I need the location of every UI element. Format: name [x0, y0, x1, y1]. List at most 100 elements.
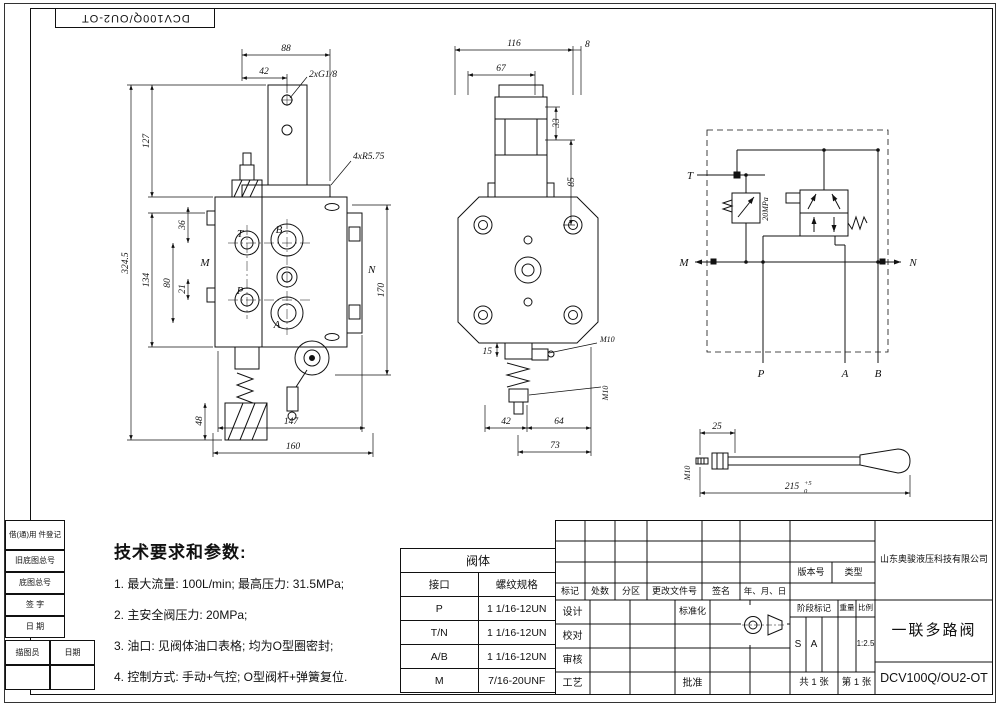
lever-body	[696, 449, 910, 473]
header-date: 年、月、日	[743, 585, 787, 596]
title-block: 版本号 类型 标记 处数 分区 更改文件号 签名 年、月、日 设计 标准化 校对…	[555, 520, 993, 695]
margin-cell-tracer: 描图员	[5, 640, 50, 665]
margin-cell-tracer-date: 日期	[50, 640, 95, 665]
product-name: 一联多路阀	[891, 621, 977, 639]
front-dimension-labels: 88 42 2xG1/8 4xR5.75 324.5 127 134 80 36…	[121, 44, 387, 452]
front-dimensions	[127, 49, 391, 457]
hydraulic-schematic: T M N P A B 20MPa	[678, 105, 917, 380]
port-table-cell: A/B	[400, 644, 479, 669]
dim-label: 85	[567, 177, 577, 187]
port-table-cell: 1 1/16-12UN	[477, 596, 556, 621]
schematic-port-b: B	[875, 368, 882, 380]
weight-label: 重量	[839, 603, 855, 613]
sheet-number: 第 1 张	[841, 677, 872, 689]
margin-cell-date: 日 期	[5, 616, 65, 638]
port-label-t: T	[237, 228, 244, 240]
role-design: 设计	[562, 606, 583, 618]
front-valve-body	[207, 85, 362, 440]
margin-cell-borrow-register: 借(通)用 件登记	[5, 520, 65, 550]
port-table-header-port: 接口	[400, 572, 479, 597]
role-approve: 批准	[682, 678, 703, 689]
dim-label: 147	[284, 417, 300, 427]
dim-label: 324.5	[121, 252, 131, 275]
dim-label: 134	[142, 273, 152, 288]
thread-callout: M10	[599, 335, 615, 344]
dim-label: 42	[259, 67, 269, 77]
port-table-cell: M	[400, 668, 479, 693]
tolerance-lower: 0	[804, 488, 808, 495]
tech-note-line: 4. 控制方式: 手动+气控; O型阀杆+弹簧复位.	[114, 670, 348, 684]
scale-label: 比例	[858, 603, 873, 613]
dim-label: 21	[178, 284, 188, 294]
port-thread-table: 阀体 接口 螺纹规格 P 1 1/16-12UN T/N 1 1/16-12UN…	[400, 548, 556, 693]
tech-note-line: 1. 最大流量: 100L/min; 最高压力: 31.5MPa;	[114, 577, 345, 591]
stage-mark-label: 阶段标记	[796, 602, 831, 613]
side-dimension-labels: 116 8 67 33 85 15 M10 M10 42 64 73	[483, 39, 615, 451]
header-zone: 分区	[621, 585, 640, 596]
side-view-drawing: 116 8 67 33 85 15 M10 M10 42 64 73	[445, 39, 615, 505]
dim-label: 36	[178, 220, 188, 231]
drawing-number-stamp: DCV100Q/OU2-OT	[55, 8, 215, 28]
dim-label: 116	[507, 39, 521, 49]
outer-border	[4, 3, 996, 703]
header-sign: 签名	[711, 585, 730, 596]
port-table-cell: P	[400, 596, 479, 621]
schematic-circuit	[695, 130, 901, 363]
version-label: 版本号	[797, 566, 825, 577]
port-table-title: 阀体	[400, 548, 556, 573]
dim-label: 88	[281, 44, 291, 54]
port-table-cell: 1 1/16-12UN	[477, 644, 556, 669]
schematic-port-n: N	[908, 257, 917, 269]
dim-label: 80	[163, 278, 173, 288]
total-sheets: 共 1 张	[799, 677, 829, 689]
thread-callout: M10	[601, 386, 610, 402]
dim-label: 73	[550, 441, 560, 451]
inner-border	[30, 8, 993, 695]
schematic-port-a: A	[841, 368, 849, 380]
stamp-text: DCV100Q/OU2-OT	[80, 12, 190, 24]
schematic-port-t: T	[687, 170, 694, 182]
port-label-a: A	[273, 319, 281, 331]
schematic-port-m: M	[678, 257, 689, 269]
dim-label: 160	[286, 442, 301, 452]
schematic-labels: T M N P A B 20MPa	[678, 170, 917, 380]
port-label-m: M	[199, 257, 210, 269]
dim-label: 8	[585, 40, 590, 50]
stage-value-s: S	[794, 639, 802, 650]
scale-value: 1:2.5	[856, 639, 875, 649]
schematic-port-p: P	[757, 368, 765, 380]
lever-dimensions	[700, 429, 910, 497]
dim-label: 127	[142, 133, 152, 149]
dim-label: 67	[496, 64, 507, 74]
dim-label: 42	[501, 417, 511, 427]
margin-cell-empty	[50, 665, 95, 690]
company-name: 山东奥骏液压科技有限公司	[879, 554, 988, 565]
port-table-cell: 7/16-20UNF	[477, 668, 556, 693]
header-count: 处数	[590, 585, 609, 596]
dim-label: 25	[712, 422, 722, 432]
front-view-drawing: 88 42 2xG1/8 4xR5.75 324.5 127 134 80 36…	[121, 44, 460, 505]
margin-cell-signature: 签 字	[5, 594, 65, 616]
margin-cell-master-no: 底图总号	[5, 572, 65, 594]
role-check: 校对	[562, 630, 583, 642]
side-valve-body	[458, 85, 598, 414]
dim-label: 33	[552, 118, 562, 129]
side-dimensions	[455, 46, 601, 456]
port-label-b: B	[276, 224, 283, 236]
tech-note-line: 2. 主安全阀压力: 20MPa;	[114, 608, 248, 622]
port-table-cell: 1 1/16-12UN	[477, 620, 556, 645]
type-label: 类型	[844, 566, 863, 577]
tolerance-upper: +5	[804, 480, 812, 487]
port-table-cell: T/N	[400, 620, 479, 645]
port-label-p: P	[236, 285, 244, 297]
technical-notes: 技术要求和参数: 1. 最大流量: 100L/min; 最高压力: 31.5MP…	[114, 538, 414, 699]
dim-label: 170	[377, 283, 387, 298]
header-mark: 标记	[560, 585, 579, 596]
port-label-n: N	[367, 264, 376, 276]
role-process: 工艺	[562, 678, 583, 689]
stage-value-a: A	[810, 639, 818, 650]
relief-pressure-label: 20MPa	[761, 197, 770, 221]
dim-label: 15	[483, 347, 493, 357]
header-change-doc: 更改文件号	[651, 585, 697, 596]
lever-dimension-labels: 25 215 +5 0 M10	[683, 422, 812, 495]
